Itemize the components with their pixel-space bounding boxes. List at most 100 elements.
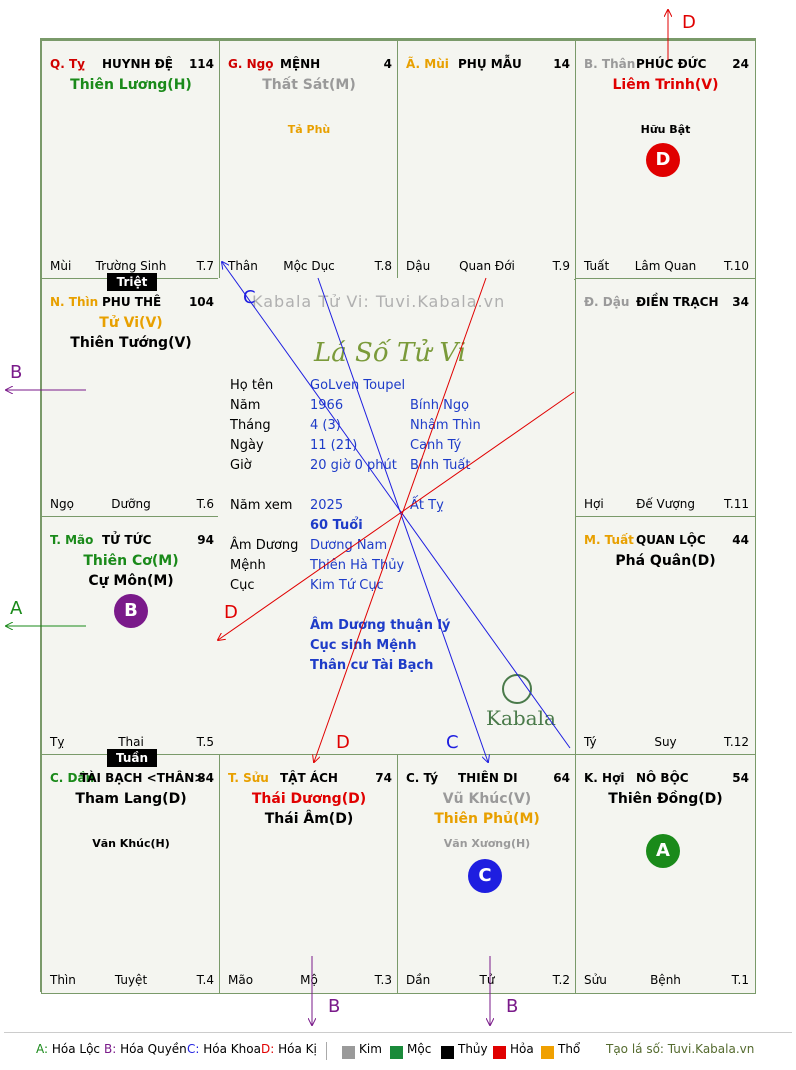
palace-branch: Hợi	[584, 497, 604, 511]
swatch-kim	[342, 1046, 355, 1059]
palace-number: 104	[188, 295, 214, 309]
palace-age: T.10	[724, 259, 749, 273]
age: 60 Tuổi	[310, 518, 363, 533]
palace-position: Q. Tỵ	[50, 57, 85, 71]
palace-position: K. Hợi	[584, 771, 625, 785]
palace-age: T.3	[374, 973, 392, 987]
swatch-hoa	[493, 1046, 506, 1059]
info-value: 11 (21)	[310, 438, 358, 453]
tuan-badge: Tuần	[107, 749, 157, 767]
palace-position: Ã. Mùi	[406, 57, 449, 71]
legend-divider	[4, 1032, 792, 1033]
label-left-b: B	[10, 362, 23, 383]
palace-branch: Tý	[584, 735, 597, 749]
palace-number: 54	[732, 771, 749, 785]
palace-position: M. Tuất	[584, 533, 634, 547]
nam-xem-label: Năm xem	[230, 498, 293, 513]
label-d2: D	[336, 732, 350, 753]
info-can-chi: Bính Tuất	[410, 458, 471, 473]
major-star: Tử Vi(V)	[99, 315, 163, 331]
palace-name: MỆNH	[280, 57, 321, 71]
info-value: Thiên Hà Thủy	[310, 558, 405, 573]
info-label: Cục	[230, 578, 255, 593]
palace-number: 24	[732, 57, 749, 71]
palace-phase: Suy	[654, 735, 677, 749]
major-star: Thiên Lương(H)	[70, 77, 192, 93]
palace-name: TÀI BẠCH <THÂN>	[80, 771, 205, 785]
major-star: Thất Sát(M)	[262, 77, 356, 93]
palace-position: G. Ngọ	[228, 57, 274, 71]
palace-name: TẬT ÁCH	[280, 771, 338, 785]
palace-phase: Đế Vượng	[636, 497, 695, 511]
legend-sep	[326, 1042, 327, 1060]
palace-branch: Thân	[228, 259, 258, 273]
palace-number: 84	[197, 771, 214, 785]
palace-number: 64	[553, 771, 570, 785]
label-c1: C	[243, 287, 256, 308]
label-d1: D	[224, 602, 238, 623]
legend-hoa-loc: A: Hóa Lộc	[36, 1042, 101, 1056]
label-c2: C	[446, 732, 459, 753]
palace-number: 14	[553, 57, 570, 71]
info-can-chi: Bính Ngọ	[410, 398, 470, 413]
palace-phase: Tuyệt	[114, 973, 148, 987]
legend-moc: Mộc	[407, 1042, 432, 1056]
note-line: Cục sinh Mệnh	[310, 638, 417, 653]
palace-age: T.9	[552, 259, 570, 273]
palace-number: 34	[732, 295, 749, 309]
palace-age: T.11	[724, 497, 749, 511]
minor-star: Văn Xương(H)	[443, 837, 531, 850]
legend-hoa-quyen: B: Hóa Quyền	[104, 1042, 187, 1056]
chart-title: Lá Số Tử Vi	[314, 338, 467, 368]
swatch-thuy	[441, 1046, 454, 1059]
hoa-ki-circle: D	[646, 143, 680, 177]
label-bottom-b2: B	[506, 996, 519, 1017]
major-star: Vũ Khúc(V)	[442, 791, 532, 807]
palace-branch: Sửu	[584, 973, 607, 987]
label-left-a: A	[10, 598, 23, 619]
palace-position: Đ. Dậu	[584, 295, 630, 309]
palace-name: NÔ BỘC	[636, 771, 689, 785]
info-label: Họ tên	[230, 378, 274, 393]
site-credit: Tạo lá số: Tuvi.Kabala.vn	[606, 1042, 755, 1056]
nam-xem-can: Ất Tỵ	[410, 498, 444, 513]
legend-thuy: Thủy	[458, 1042, 488, 1056]
line-red-2	[314, 277, 487, 762]
palace-number: 94	[197, 533, 214, 547]
info-value: Dương Nam	[310, 538, 388, 553]
palace-phase: Mộc Dục	[283, 259, 335, 273]
palace-branch: Thìn	[50, 973, 76, 987]
major-star: Thiên Tướng(V)	[70, 335, 192, 351]
palace-position: N. Thìn	[50, 295, 99, 309]
major-star: Thái Âm(D)	[264, 811, 354, 827]
legend-hoa-khoa: C: Hóa Khoa	[187, 1042, 261, 1056]
major-star: Cự Môn(M)	[88, 573, 174, 589]
triet-badge: Triệt	[107, 273, 157, 291]
major-star: Liêm Trinh(V)	[612, 77, 719, 93]
minor-star: Văn Khúc(H)	[92, 837, 170, 850]
note-line: Âm Dương thuận lý	[310, 618, 451, 633]
palace-number: 114	[188, 57, 214, 71]
palace-phase: Bệnh	[650, 973, 681, 987]
palace-age: T.4	[196, 973, 214, 987]
palace-position: T. Sửu	[228, 771, 269, 785]
hoa-loc-circle: A	[646, 834, 680, 868]
info-can-chi: Nhâm Thìn	[410, 418, 481, 433]
palace-age: T.7	[196, 259, 214, 273]
palace-name: PHU THÊ	[102, 295, 162, 309]
line-blue-1	[222, 262, 571, 749]
minor-star: Tả Phù	[287, 123, 331, 136]
palace-name: ĐIỀN TRẠCH	[636, 295, 719, 309]
info-can-chi: Canh Tý	[410, 438, 462, 453]
info-label: Tháng	[230, 418, 271, 433]
info-label: Ngày	[230, 438, 264, 453]
legend-kim: Kim	[359, 1042, 382, 1056]
nam-xem-value: 2025	[310, 498, 344, 513]
palace-name: THIÊN DI	[458, 771, 518, 785]
palace-name: HUYNH ĐỆ	[102, 57, 173, 71]
palace-position: B. Thân	[584, 57, 636, 71]
